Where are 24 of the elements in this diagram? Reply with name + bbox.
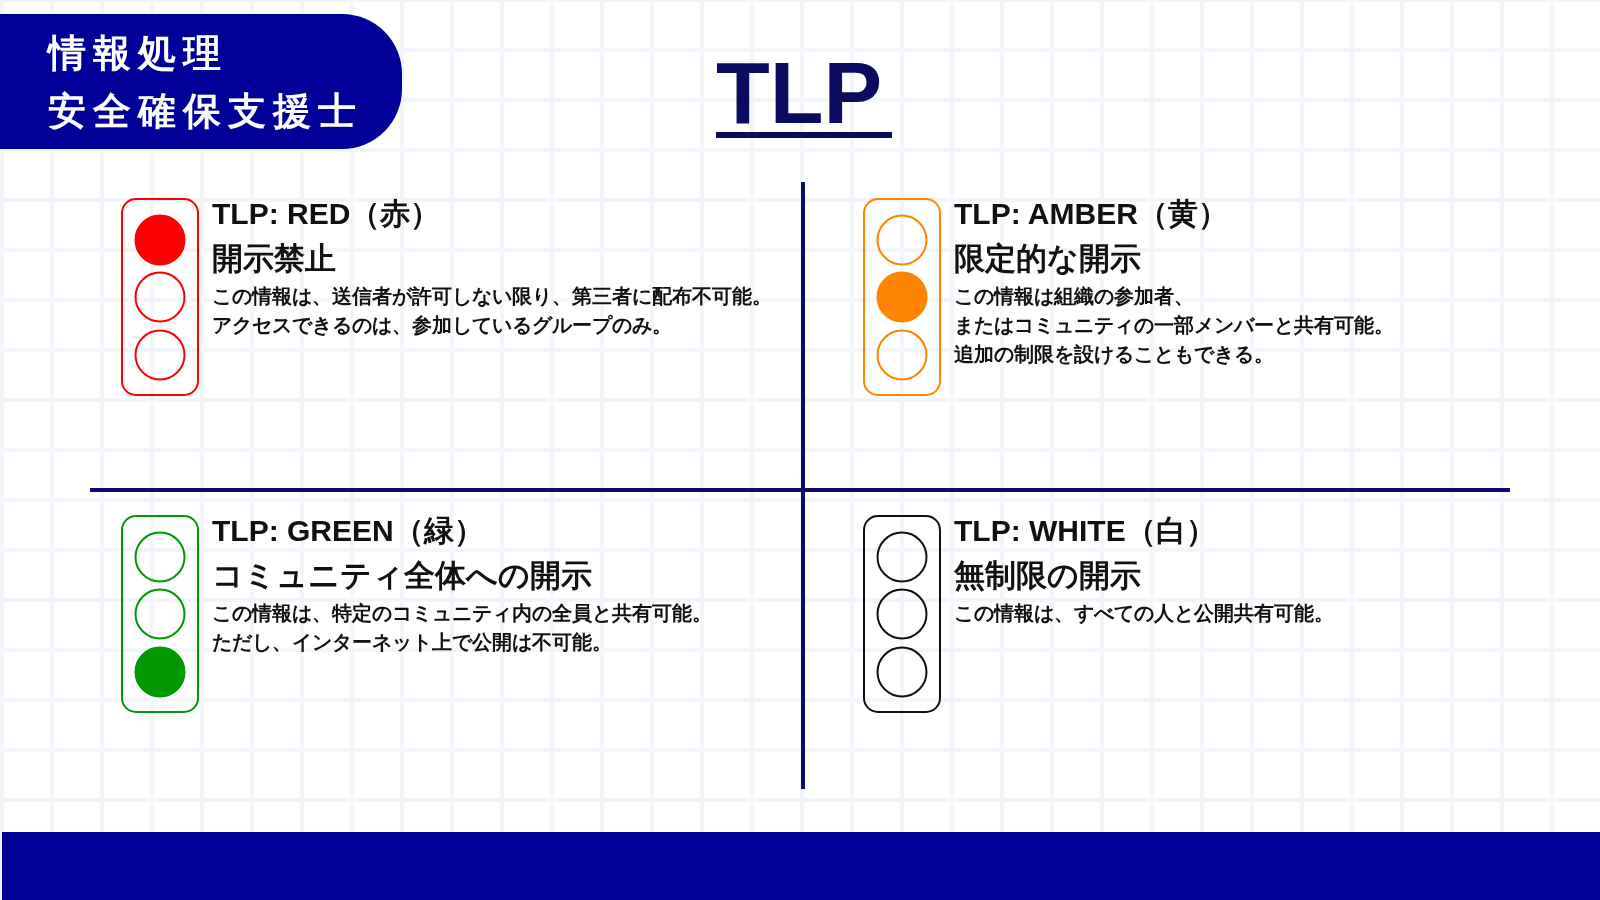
description-text: またはコミュニティの一部メンバーと共有可能。 (954, 313, 1394, 338)
level-heading: TLP: AMBER（黄） (954, 196, 1228, 232)
level-heading: TLP: WHITE（白） (954, 513, 1216, 549)
level-subtitle: 限定的な開示 (954, 240, 1141, 278)
header-banner (0, 14, 402, 149)
traffic-light-icon (121, 198, 199, 396)
traffic-light-icon (121, 515, 199, 713)
level-subtitle: 開示禁止 (212, 240, 336, 278)
level-heading: TLP: GREEN（緑） (212, 513, 484, 549)
banner-text: 情報処理 (48, 31, 228, 76)
level-heading: TLP: RED（赤） (212, 196, 441, 232)
description-text: この情報は、送信者が許可しない限り、第三者に配布不可能。 (212, 284, 772, 309)
description-text: 追加の制限を設けることもできる。 (954, 342, 1274, 367)
description-text: この情報は、特定のコミュニティ内の全員と共有可能。 (212, 601, 712, 626)
banner-text: 安全確保支援士 (48, 89, 363, 134)
traffic-light-icon (863, 198, 941, 396)
description-text: アクセスできるのは、参加しているグループのみ。 (212, 313, 672, 338)
description-text: この情報は、すべての人と公開共有可能。 (954, 601, 1334, 626)
description-text: ただし、インターネット上で公開は不可能。 (212, 630, 612, 655)
level-subtitle: コミュニティ全体への開示 (212, 557, 592, 595)
level-subtitle: 無制限の開示 (954, 557, 1141, 595)
page-title: TLP (716, 54, 893, 138)
description-text: この情報は組織の参加者、 (954, 284, 1194, 309)
traffic-light-icon (863, 515, 941, 713)
